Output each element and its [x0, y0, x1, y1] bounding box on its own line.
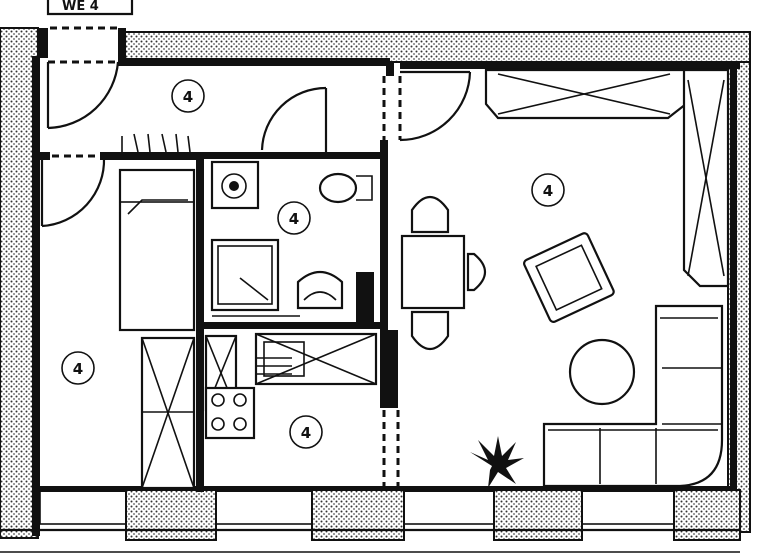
windows: [0, 489, 740, 553]
wardrobe: [104, 133, 196, 158]
svg-text:4: 4: [543, 182, 553, 200]
room-label-hall: 4: [171, 79, 205, 113]
room-label-bedroom: 4: [61, 351, 95, 385]
kitchen-fixtures: [204, 332, 378, 440]
bedroom-cabinet: [140, 336, 196, 490]
bed: [118, 168, 196, 332]
living-furniture: [400, 68, 730, 488]
window-piers: [125, 489, 741, 541]
door-swings: [40, 61, 472, 228]
bathroom-fixtures: [210, 160, 374, 322]
unit-label: WE 4: [62, 0, 99, 14]
room-label-living: 4: [531, 173, 565, 207]
svg-text:4: 4: [183, 88, 193, 106]
svg-text:4: 4: [289, 210, 299, 228]
plant-icon: [470, 436, 524, 488]
svg-text:4: 4: [301, 424, 311, 442]
door-thresholds: [40, 26, 402, 486]
svg-text:4: 4: [73, 360, 83, 378]
unit-tag: WE 4: [46, 0, 134, 16]
room-label-kitchen: 4: [289, 415, 323, 449]
room-label-bathroom: 4: [277, 201, 311, 235]
